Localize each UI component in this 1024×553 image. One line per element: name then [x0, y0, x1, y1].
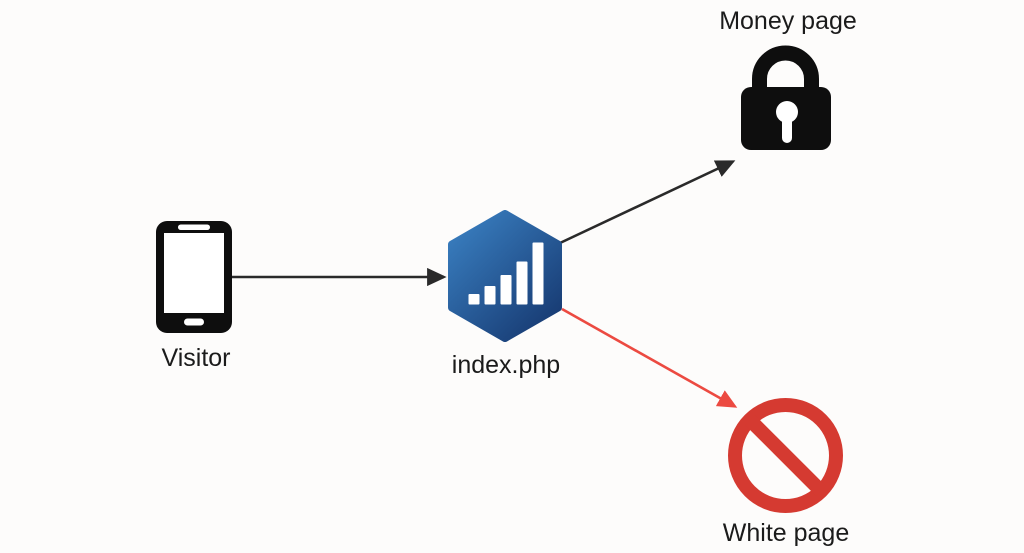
- arrow-index-to-money-page: [559, 160, 736, 245]
- index-php-label: index.php: [451, 351, 561, 379]
- bar-chart-glyph: [468, 242, 544, 305]
- money-page-label: Money page: [719, 7, 857, 35]
- smartphone-icon: [156, 221, 232, 333]
- padlock-icon: [741, 45, 831, 150]
- white-page-label: White page: [722, 519, 850, 547]
- analytics-hexagon-icon: [448, 210, 562, 342]
- no-entry-icon: [728, 398, 843, 513]
- visitor-label: Visitor: [161, 344, 231, 372]
- arrow-index-to-white-page: [561, 307, 738, 408]
